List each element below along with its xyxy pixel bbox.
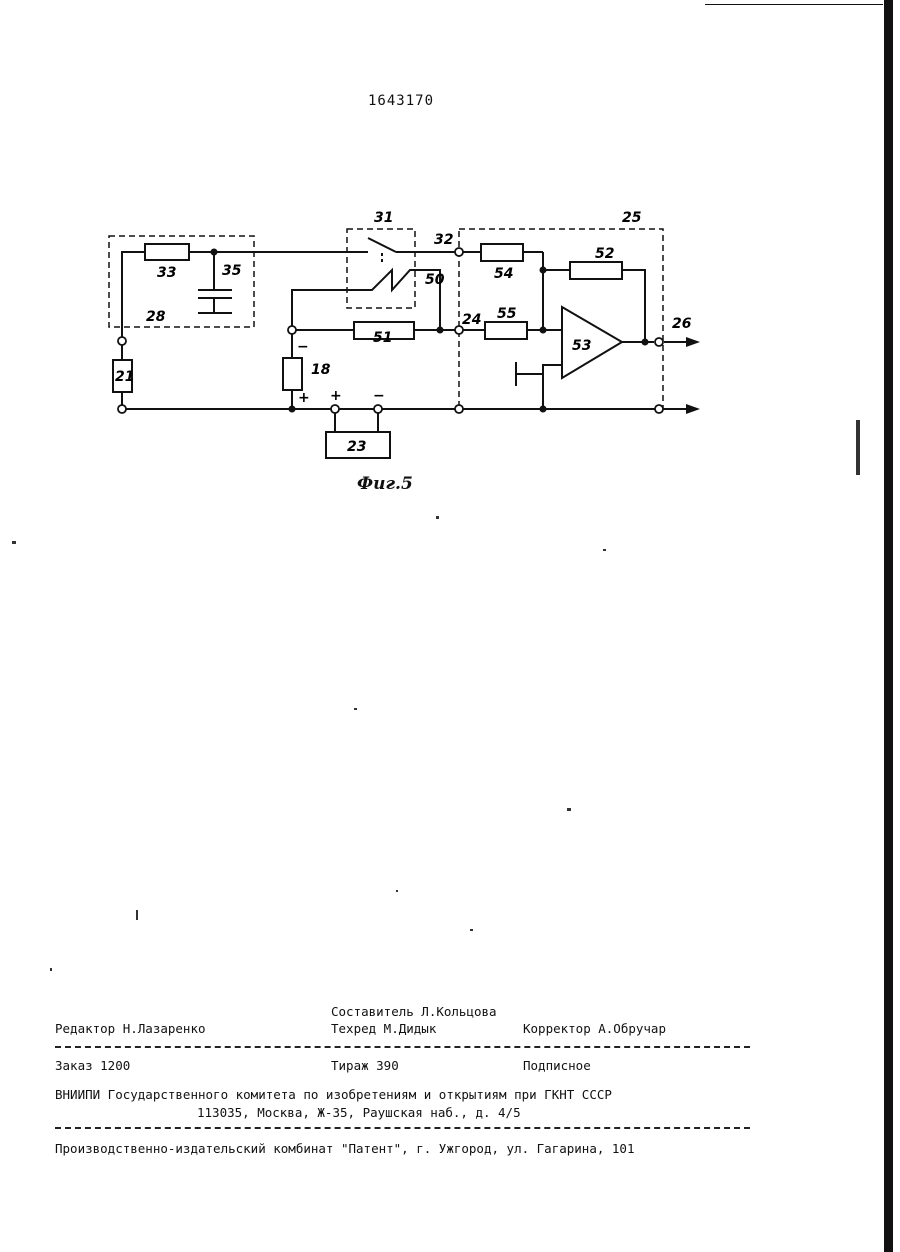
corrector: Корректор А.Обручар xyxy=(523,1021,666,1036)
scan-speck xyxy=(567,808,571,811)
label-28: 28 xyxy=(146,309,166,325)
compiler: Составитель Л.Кольцова xyxy=(331,1004,497,1019)
scan-speck xyxy=(396,890,398,892)
label-53: 53 xyxy=(572,338,591,354)
label-plus-23: + xyxy=(330,388,342,404)
scan-speck xyxy=(354,708,357,710)
label-50: 50 xyxy=(425,272,445,288)
label-25: 25 xyxy=(622,210,642,226)
scan-speck xyxy=(470,929,473,931)
label-32: 32 xyxy=(434,232,453,248)
resistor-54 xyxy=(481,244,523,261)
divider xyxy=(55,1046,750,1048)
label-minus-18: − xyxy=(297,339,309,355)
label-plus-18: + xyxy=(298,390,310,406)
order: Заказ 1200 xyxy=(55,1058,130,1073)
opamp-53 xyxy=(562,307,622,378)
figure-caption: Фиг.5 xyxy=(357,474,413,494)
label-18: 18 xyxy=(311,362,331,378)
label-31: 31 xyxy=(374,210,393,226)
label-33: 33 xyxy=(157,265,176,281)
editor: Редактор Н.Лазаренко xyxy=(55,1021,206,1036)
institute: ВНИИПИ Государственного комитета по изоб… xyxy=(55,1087,612,1102)
label-51: 51 xyxy=(373,330,392,346)
techred: Техред М.Дидык xyxy=(331,1021,436,1036)
scan-speck xyxy=(856,420,860,475)
divider xyxy=(55,1127,750,1129)
label-35: 35 xyxy=(222,263,242,279)
label-26: 26 xyxy=(672,316,692,332)
scan-speck xyxy=(136,910,138,920)
resistor-52 xyxy=(570,262,622,279)
circulation: Тираж 390 xyxy=(331,1058,399,1073)
address: 113035, Москва, Ж-35, Раушская наб., д. … xyxy=(197,1105,521,1120)
label-21: 21 xyxy=(115,369,134,385)
label-24: 24 xyxy=(462,312,481,328)
label-23: 23 xyxy=(347,439,366,455)
scan-speck xyxy=(603,549,606,551)
resistor-18 xyxy=(283,358,302,390)
resistor-55 xyxy=(485,322,527,339)
block-31-outline xyxy=(347,229,415,308)
scan-speck xyxy=(436,516,439,519)
scan-speck xyxy=(12,541,16,544)
label-minus-23: − xyxy=(373,388,385,404)
block-28-outline xyxy=(109,236,254,327)
label-55: 55 xyxy=(497,306,517,322)
scan-speck xyxy=(50,968,52,971)
subscription: Подписное xyxy=(523,1058,591,1073)
resistor-33 xyxy=(145,244,189,260)
label-52: 52 xyxy=(595,246,614,262)
label-54: 54 xyxy=(494,266,513,282)
printer: Производственно-издательский комбинат "П… xyxy=(55,1141,634,1156)
circuit-diagram: 31 32 25 33 35 50 54 52 28 51 24 55 53 2… xyxy=(0,0,900,520)
